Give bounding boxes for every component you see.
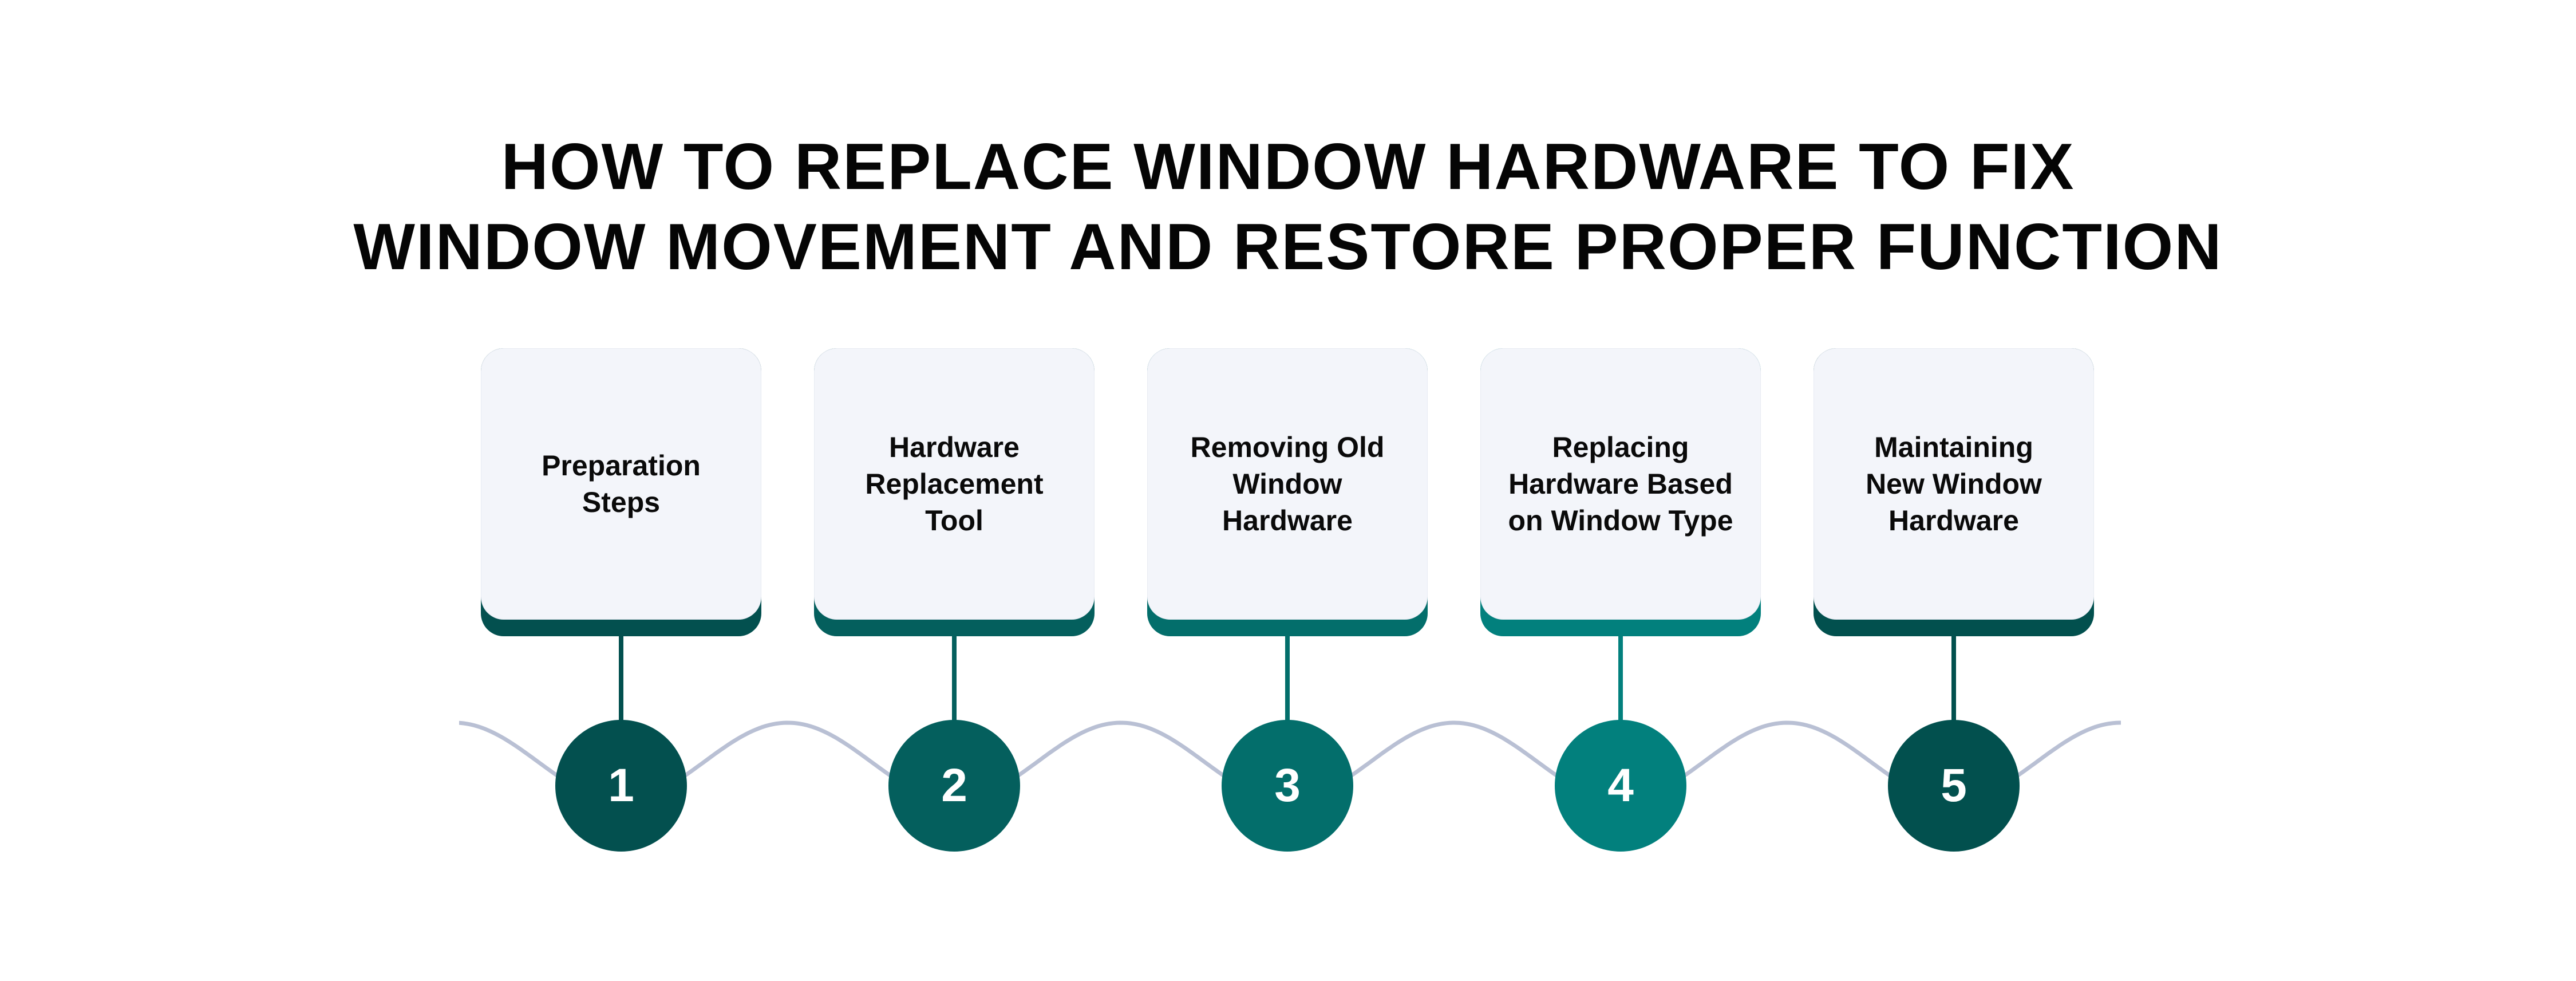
step-number-badge: 2 (888, 720, 1020, 852)
step-label: Replacing Hardware Based on Window Type (1508, 431, 1733, 537)
connector-line (952, 636, 957, 722)
step-label: Maintaining New Window Hardware (1866, 431, 2042, 537)
page-title: HOW TO REPLACE WINDOW HARDWARE TO FIX WI… (0, 127, 2576, 287)
step-card: Hardware Replacement Tool (814, 348, 1095, 636)
connector-line (619, 636, 623, 722)
step-number-badge: 5 (1888, 720, 2020, 852)
step-card: Replacing Hardware Based on Window Type (1480, 348, 1761, 636)
step-card: Preparation Steps (481, 348, 761, 636)
step-card: Maintaining New Window Hardware (1814, 348, 2094, 636)
step-label: Hardware Replacement Tool (865, 431, 1044, 537)
step-card: Removing Old Window Hardware (1147, 348, 1428, 636)
connector-line (1285, 636, 1290, 722)
step-number-badge: 1 (555, 720, 687, 852)
step-number-badge: 3 (1222, 720, 1353, 852)
step-number-badge: 4 (1555, 720, 1686, 852)
step-label: Preparation Steps (542, 450, 701, 518)
title-line-2: WINDOW MOVEMENT AND RESTORE PROPER FUNCT… (353, 211, 2223, 283)
step-label: Removing Old Window Hardware (1190, 431, 1385, 537)
connector-line (1618, 636, 1623, 722)
connector-line (1951, 636, 1956, 722)
title-line-1: HOW TO REPLACE WINDOW HARDWARE TO FIX (501, 131, 2075, 203)
